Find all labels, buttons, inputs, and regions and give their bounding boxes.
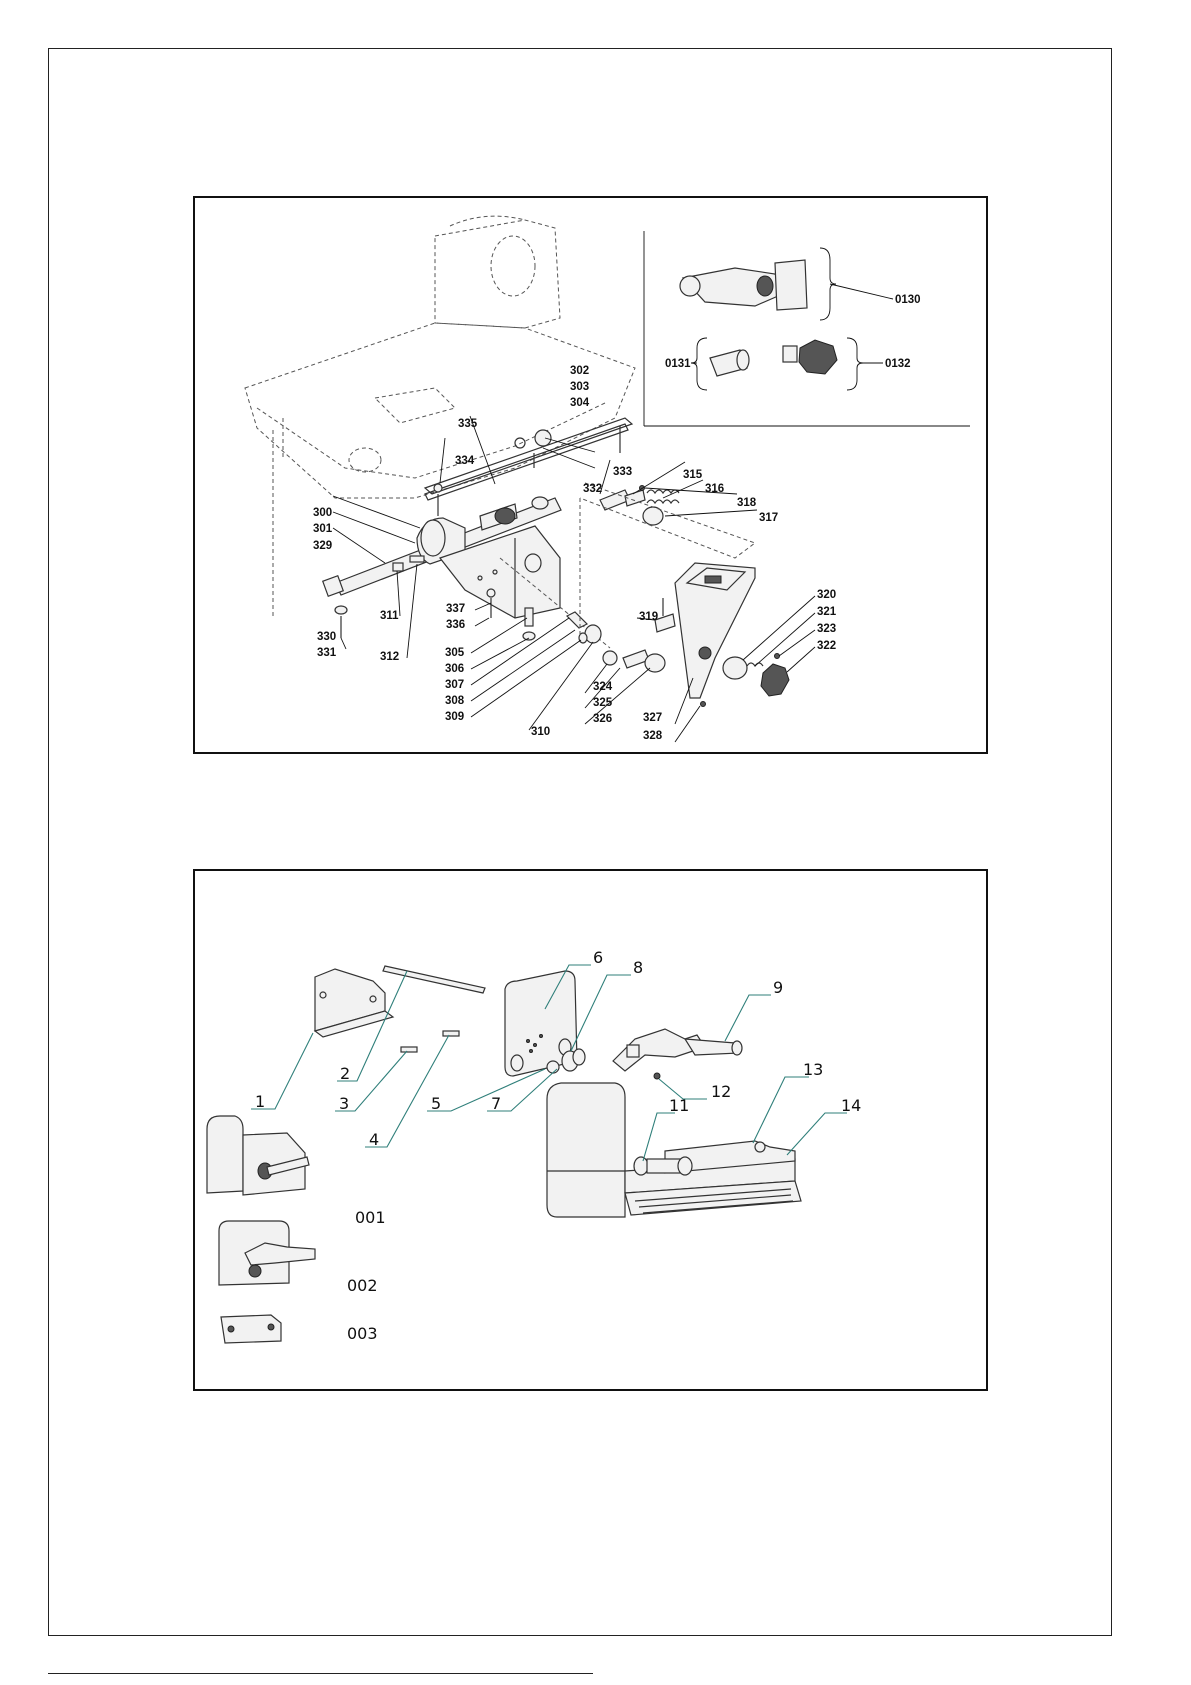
callout-306: 306 — [445, 663, 464, 675]
exploded-diagram-bottom: 1 2 3 4 5 6 7 8 9 11 12 13 14 001 002 00… — [193, 869, 988, 1391]
callout-9: 9 — [773, 978, 783, 997]
callout-331: 331 — [317, 647, 337, 659]
part-7-bushing — [547, 1061, 559, 1073]
inset-variants — [644, 231, 970, 426]
callout-320: 320 — [817, 589, 836, 601]
footnote-rule — [48, 1673, 593, 1674]
callout-319: 319 — [639, 611, 658, 623]
callout-318: 318 — [737, 497, 757, 509]
callout-327: 327 — [643, 712, 662, 724]
callout-1: 1 — [255, 1092, 265, 1111]
callout-334: 334 — [455, 455, 475, 467]
callout-329: 329 — [313, 540, 332, 552]
callout-2: 2 — [340, 1064, 350, 1083]
part-4-pin — [443, 1031, 459, 1036]
part-12-screw — [654, 1073, 660, 1079]
callout-8: 8 — [633, 958, 643, 977]
inset-callout-0130: 0130 — [895, 294, 921, 306]
callout-322: 322 — [817, 640, 836, 652]
callout-325: 325 — [593, 697, 613, 709]
callout-13: 13 — [803, 1060, 823, 1079]
callout-316: 316 — [705, 483, 724, 495]
assembly-002-icon — [219, 1221, 315, 1285]
callout-305: 305 — [445, 647, 465, 659]
callout-301: 301 — [313, 523, 333, 535]
callout-310: 310 — [531, 726, 550, 738]
exploded-diagram-bottom-svg: 1 2 3 4 5 6 7 8 9 11 12 13 14 001 002 00… — [195, 871, 986, 1389]
callout-326: 326 — [593, 713, 612, 725]
callout-323: 323 — [817, 623, 836, 635]
callout-5: 5 — [431, 1094, 441, 1113]
callout-12: 12 — [711, 1082, 731, 1101]
callout-335: 335 — [458, 418, 478, 430]
inset-callout-0131: 0131 — [665, 358, 691, 370]
exploded-diagram-top: 302 303 304 335 334 333 332 315 316 318 … — [193, 196, 988, 754]
callout-330: 330 — [317, 631, 336, 643]
callout-308: 308 — [445, 695, 465, 707]
exploded-diagram-top-svg: 302 303 304 335 334 333 332 315 316 318 … — [195, 198, 986, 752]
callout-309: 309 — [445, 711, 464, 723]
assembly-001-icon — [207, 1116, 309, 1195]
callout-332: 332 — [583, 483, 602, 495]
callout-7: 7 — [491, 1094, 501, 1113]
callout-14: 14 — [841, 1096, 861, 1115]
callout-311: 311 — [380, 610, 399, 622]
callout-11: 11 — [669, 1096, 689, 1115]
callout-6: 6 — [593, 948, 603, 967]
inset-callout-0132: 0132 — [885, 358, 911, 370]
assembly-003-icon — [221, 1315, 281, 1343]
callout-307: 307 — [445, 679, 464, 691]
callout-336: 336 — [446, 619, 465, 631]
callout-315: 315 — [683, 469, 703, 481]
callout-4: 4 — [369, 1130, 379, 1149]
callout-3: 3 — [339, 1094, 349, 1113]
part-8-gear — [562, 1049, 585, 1071]
callout-328: 328 — [643, 730, 663, 742]
assembly-label-003: 003 — [347, 1324, 378, 1343]
callout-321: 321 — [817, 606, 837, 618]
callout-333: 333 — [613, 466, 632, 478]
callout-302: 302 — [570, 365, 589, 377]
callout-300: 300 — [313, 507, 332, 519]
callout-304: 304 — [570, 397, 590, 409]
assembly-label-002: 002 — [347, 1276, 378, 1295]
part-3-pin — [401, 1047, 417, 1052]
callout-303: 303 — [570, 381, 589, 393]
callout-317: 317 — [759, 512, 778, 524]
callout-324: 324 — [593, 681, 613, 693]
callout-337: 337 — [446, 603, 465, 615]
assembly-label-001: 001 — [355, 1208, 386, 1227]
part-9-handle — [613, 1029, 742, 1071]
callout-312: 312 — [380, 651, 399, 663]
